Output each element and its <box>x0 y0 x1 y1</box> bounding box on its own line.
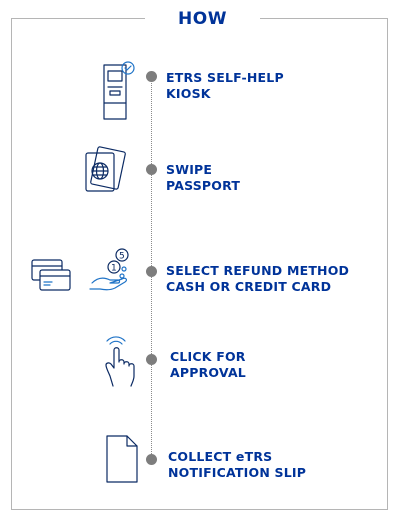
step-4-dot <box>146 354 157 365</box>
step-1-line2: KIOSK <box>166 86 211 101</box>
step-1-dot <box>146 71 157 82</box>
step-3-label: SELECT REFUND METHOD CASH OR CREDIT CARD <box>166 263 349 295</box>
step-1-line1: ETRS SELF-HELP <box>166 70 284 85</box>
step-3-line1: SELECT REFUND METHOD <box>166 263 350 278</box>
step-3-line2: CASH OR CREDIT CARD <box>166 279 332 294</box>
step-5-dot <box>146 454 157 465</box>
step-3-dot <box>146 266 157 277</box>
kiosk-icon <box>98 59 140 121</box>
step-5-label: COLLECT eTRS NOTIFICATION SLIP <box>168 449 306 481</box>
step-4-label: CLICK FOR APPROVAL <box>170 349 246 381</box>
step-2-line1: SWIPE <box>166 162 213 177</box>
step-2-dot <box>146 164 157 175</box>
svg-text:5: 5 <box>119 252 125 262</box>
step-4-line2: APPROVAL <box>170 365 246 380</box>
title-container: HOW <box>145 6 260 32</box>
document-icon <box>103 432 141 486</box>
coins-hand-icon: 5 1 <box>88 247 138 295</box>
step-4-line1: CLICK FOR <box>170 349 246 364</box>
passport-icon <box>80 145 130 195</box>
credit-card-icon <box>28 256 72 296</box>
step-2-line2: PASSPORT <box>166 178 241 193</box>
step-1-label: ETRS SELF-HELP KIOSK <box>166 70 284 102</box>
tap-finger-icon <box>100 334 144 390</box>
step-2-label: SWIPE PASSPORT <box>166 162 240 194</box>
svg-text:1: 1 <box>111 264 117 274</box>
page-title: HOW <box>178 9 227 29</box>
step-5-line1: COLLECT eTRS <box>168 449 273 464</box>
step-5-line2: NOTIFICATION SLIP <box>168 465 307 480</box>
